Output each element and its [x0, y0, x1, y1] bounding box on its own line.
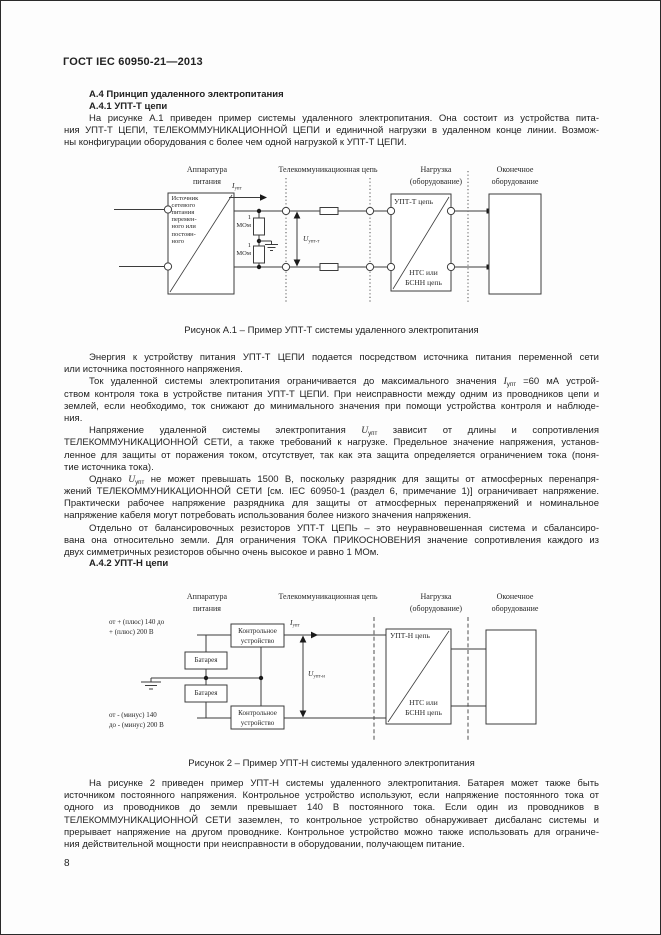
text-line: двух симметричных резисторов обычно очен… [64, 547, 379, 558]
current-arrow-icon [311, 631, 318, 639]
inline-resistor-icon [319, 263, 339, 271]
text-line: ния. [64, 412, 83, 424]
text-line: или источника постоянного напряжения. [64, 364, 243, 376]
source-box [167, 192, 235, 295]
resistor-icon [253, 245, 265, 264]
minus-range-label: от - (минус) 140 до - (минус) 200 В [109, 711, 164, 729]
document-title: ГОСТ IEC 60950-21—2013 [63, 56, 203, 68]
terminal-circle [281, 206, 291, 216]
resistor-divider [253, 208, 278, 270]
heading-a4: А.4 Принцип удаленного электропитания [89, 89, 284, 100]
terminal-circle [446, 206, 456, 216]
text-line: напряжение кабеля могут потребовать испо… [64, 510, 472, 522]
terminal-circle [365, 206, 375, 216]
ground-icon [259, 240, 278, 251]
text-line: землей, если необходимо, ток снижают до … [64, 400, 599, 412]
text-line: жений ТЕЛЕКОММУНИКАЦИОННОЙ СЕТИ [см. IEC… [64, 486, 599, 498]
inline-resistor-icon [319, 207, 339, 215]
terminal-equipment-box [485, 629, 537, 725]
battery-label: Батарея [194, 656, 218, 664]
text-line: вана она относительно земли. Для огранич… [64, 534, 599, 546]
text-line: Ток удаленной системы электропитания огр… [89, 376, 599, 389]
figure-2-diagram [141, 617, 537, 741]
figure-a1-caption: Рисунок А.1 – Пример УПТ-Т системы удале… [184, 325, 479, 336]
heading-a42: А.4.2 УПТ-Н цепи [89, 558, 169, 569]
terminal-circle [163, 205, 173, 214]
load-box-subtitle: НТС или БСНН цепь [405, 698, 442, 717]
column-header: Аппаратура питания [186, 165, 228, 186]
terminal-circle [386, 206, 396, 216]
resistor-label: 1 МОм [236, 242, 251, 257]
text-line: тие источника тока). [64, 461, 154, 473]
text-line: ния действительной мощности при неисправ… [64, 838, 465, 850]
load-box [385, 628, 452, 725]
terminal-circle [365, 262, 375, 272]
text-line: одного из проводников до земли превышает… [64, 802, 599, 814]
text-line: Однако Uупт не может превышать 1500 В, п… [89, 473, 599, 486]
text-line: ния УПТ-Т ЦЕПИ, ТЕЛЕКОММУНИКАЦИОННОЙ ЦЕП… [64, 125, 599, 137]
figure-a1-diagram [114, 171, 542, 304]
text-line: ТЕЛЕКОММУНИКАЦИОННОЙ СЕТИ заземлен, то к… [64, 814, 599, 826]
junction-dot [258, 675, 264, 681]
text-line: Отдельно от балансировочных резисторов У… [89, 522, 599, 534]
current-label: Iупт [232, 181, 242, 192]
column-header: Телекоммуникационная цепь [278, 592, 378, 601]
terminal-circle [163, 262, 173, 271]
column-header: Телекоммуникационная цепь [278, 165, 378, 174]
plus-range-label: от + (плюс) 140 до + (плюс) 200 В [109, 618, 165, 636]
current-label: Iупт [290, 618, 300, 629]
page-number: 8 [64, 858, 70, 869]
battery-label: Батарея [194, 689, 218, 697]
voltage-arrow-icon [299, 635, 307, 718]
terminal-equipment-box [488, 193, 542, 295]
text-line: ленное для защиты от поражения током, от… [64, 449, 599, 461]
figure-2-caption: Рисунок 2 – Пример УПТ-Н системы удаленн… [188, 758, 475, 769]
load-box-title: УПТ-Т цепь [394, 197, 434, 206]
text-line: источником постоянного напряжения. Контр… [64, 790, 599, 802]
heading-a41: А.4.1 УПТ-Т цепи [89, 101, 168, 112]
column-header: Нагрузка (оборудование) [409, 165, 463, 186]
text-line: Практически рабочее напряжение разрядник… [64, 498, 599, 510]
control-box-label: Контрольное устройство [238, 709, 277, 727]
voltage-label: Uупт-т [303, 234, 320, 245]
terminal-circle [386, 262, 396, 272]
control-box-label: Контрольное устройство [238, 627, 277, 645]
text-line: ством контроля тока в устройстве питания… [64, 388, 599, 400]
resistor-icon [253, 217, 265, 236]
column-header: Нагрузка (оборудование) [409, 592, 463, 613]
text-line: прерывает напряжение на другом проводник… [64, 826, 599, 838]
text-line: Напряжение удаленной системы электропита… [89, 425, 599, 437]
junction-dot [203, 675, 209, 681]
text-line: ТЕЛЕКОММУНИКАЦИОННОЙ СЕТИ, а также требо… [64, 437, 599, 449]
text-line: На рисунке А.1 приведен пример системы у… [89, 113, 599, 124]
load-box-title: УПТ-Н цепь [390, 631, 430, 640]
voltage-arrow-icon [293, 211, 301, 267]
column-header: Оконечное оборудование [491, 592, 539, 613]
resistor-label: 1 МОм [236, 214, 251, 229]
body-text: Энергия к устройству питания УПТ-Т ЦЕПИ … [64, 352, 599, 559]
current-arrow-icon [229, 194, 267, 201]
ground-icon [141, 678, 161, 690]
column-header: Оконечное оборудование [491, 165, 539, 186]
text-line: Энергия к устройству питания УПТ-Т ЦЕПИ … [89, 352, 599, 363]
load-box [390, 193, 452, 292]
text-line: На рисунке 2 приведен пример УПТ-Н систе… [89, 778, 599, 789]
bottom-paragraph: На рисунке 2 приведен пример УПТ-Н систе… [64, 778, 599, 851]
voltage-label: Uупт-н [308, 669, 325, 680]
terminal-circle [281, 262, 291, 272]
column-header: Аппаратура питания [186, 592, 228, 613]
intro-paragraph: На рисунке А.1 приведен пример системы у… [64, 113, 599, 150]
text-line: ны конфигурации оборудования с более чем… [64, 137, 407, 149]
load-box-subtitle: НТС или БСНН цепь [405, 268, 442, 287]
source-box-label: Источник сетевого питания перемен- ного … [171, 194, 199, 245]
